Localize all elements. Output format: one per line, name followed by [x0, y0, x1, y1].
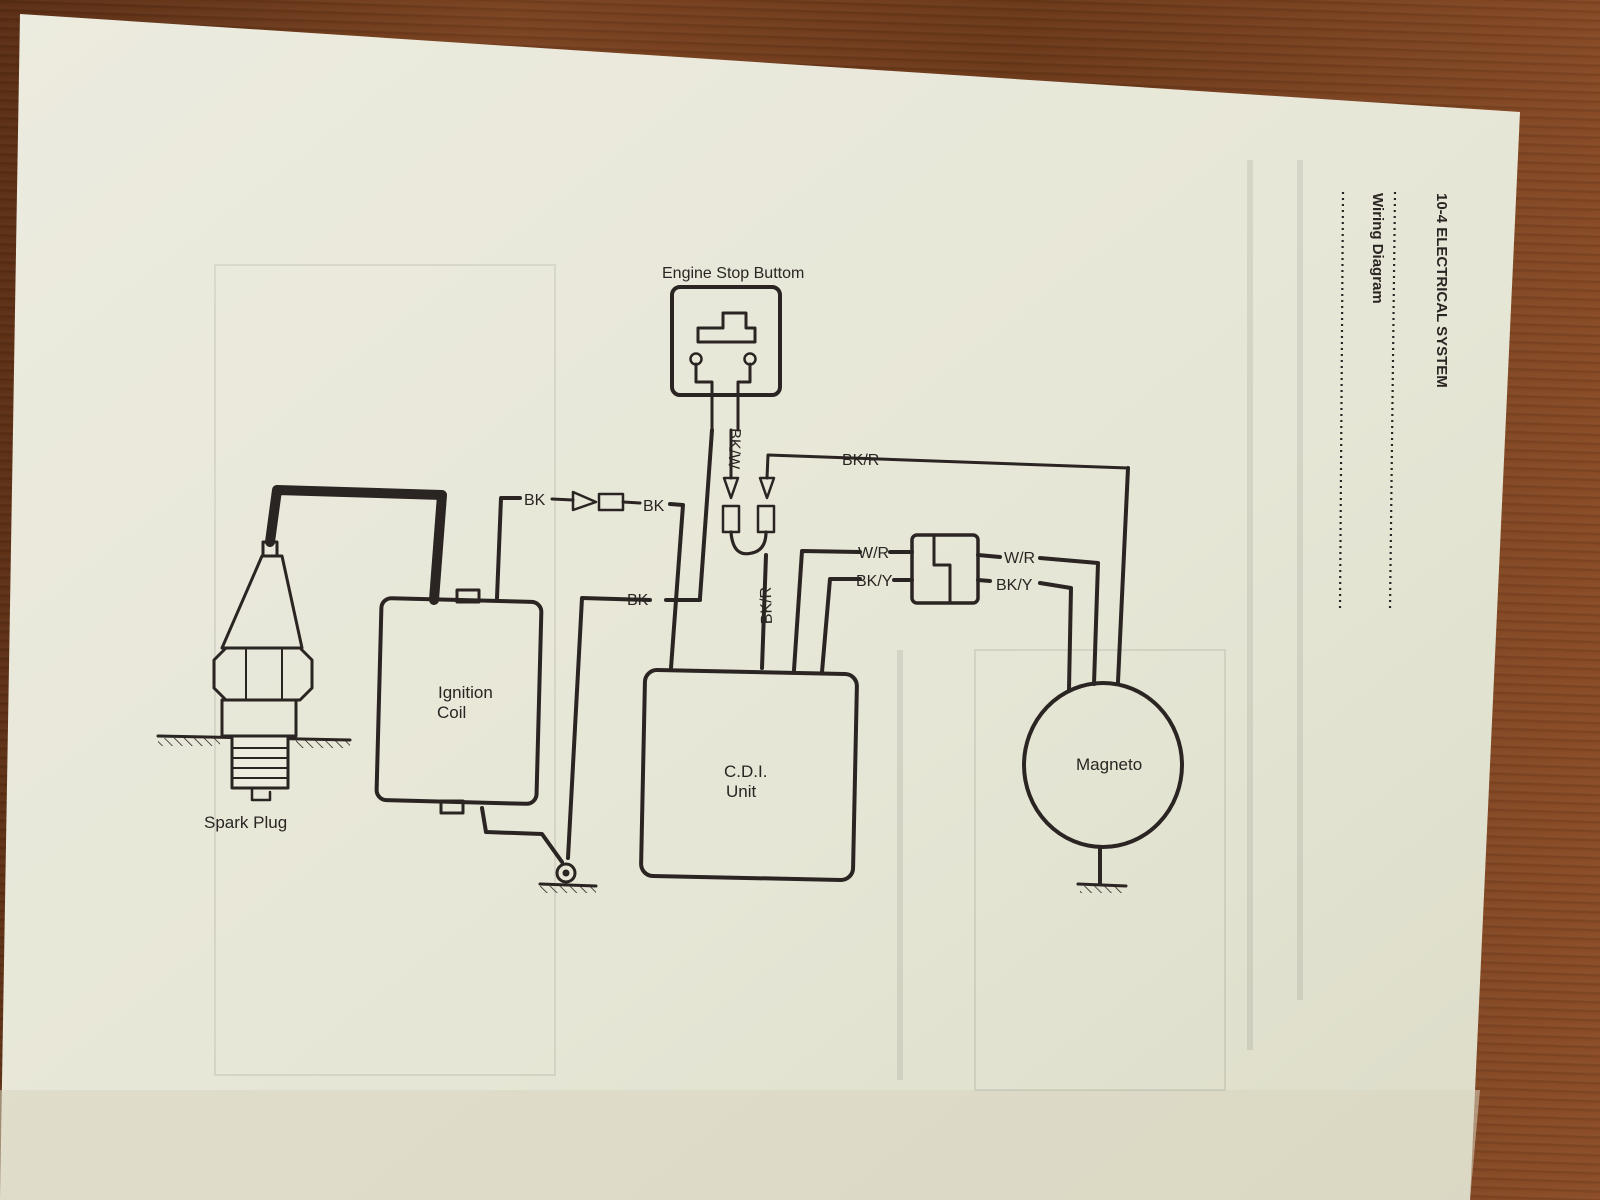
magneto-ground-bar [1076, 882, 1128, 888]
labels: Engine Stop Buttom Ignition Coil C.D.I. … [204, 265, 1142, 832]
spark-plug-thread-lines [231, 747, 289, 779]
engine-stop-button-box [670, 285, 782, 397]
engine-surface-hatch-left [158, 738, 220, 746]
ground-hatch-left [540, 886, 596, 893]
ground-bar-left [538, 882, 598, 888]
connector-block-divider [932, 533, 952, 605]
wire-label-bk-diode: BK [643, 498, 665, 515]
paper-shadow [0, 1090, 1480, 1200]
engine-stop-switch-symbol [696, 311, 757, 344]
spark-plug-label: Spark Plug [204, 813, 287, 832]
ignition-coil-label-2: Coil [437, 703, 466, 722]
engine-stop-label: Engine Stop Buttom [662, 265, 804, 282]
wire-label-bk-coil: BK [524, 492, 546, 509]
lead-right-top [765, 453, 1130, 480]
spark-plug-hex [212, 646, 314, 702]
wire-wr-cdi [792, 549, 862, 672]
wire-bk-ground [566, 596, 652, 860]
header: 10-4 ELECTRICAL SYSTEM Wiring Diagram [1338, 191, 1450, 611]
spark-plug-electrode [250, 786, 272, 802]
section-title: 10-4 ELECTRICAL SYSTEM [1433, 193, 1450, 388]
wire-label-wr-right: W/R [1004, 550, 1035, 567]
wiring-diagram [156, 285, 1184, 893]
loop-under-connectors [729, 530, 768, 556]
ignition-coil-bottom-terminal [439, 799, 465, 815]
subtitle-dotted-rule [1338, 191, 1345, 611]
header-dotted-rule [1388, 191, 1397, 611]
wire-bk-to-cdi [668, 502, 685, 670]
ht-lead [265, 485, 447, 605]
engine-surface-hatch-right [296, 740, 350, 748]
stop-lead-right [736, 362, 752, 432]
bleed-through-text [214, 160, 1303, 1091]
wire-bkr-vertical [760, 553, 768, 670]
cdi-label-1: C.D.I. [724, 762, 767, 781]
wire-label-wr-left: W/R [858, 545, 889, 562]
diode-arrow [571, 490, 598, 512]
wire-coil-to-ground [480, 806, 564, 864]
connector-pin-bky [976, 578, 992, 583]
ignition-coil-top-terminal [455, 588, 481, 604]
wire-label-bky-right: BK/Y [996, 577, 1033, 594]
wire-label-bkr-vertical: BK/R [758, 587, 776, 625]
magneto-circle [1022, 681, 1184, 849]
wire-label-bk-ground: BK [627, 592, 649, 609]
wire-bk-diode-right [621, 500, 642, 505]
stop-lead-left [694, 362, 714, 432]
cdi-label-2: Unit [726, 782, 757, 801]
spark-plug-thread [230, 734, 290, 790]
wire-bk-diode-left [550, 497, 575, 502]
wire-wr-magneto [1038, 556, 1100, 686]
wiring-diagram-subtitle: Wiring Diagram [1369, 193, 1386, 304]
wire-label-bkw: BK/W [725, 428, 743, 470]
ground-terminal [555, 862, 577, 884]
wire-bk-coil-to-diode [495, 496, 522, 600]
ignition-coil-label-1: Ignition [438, 683, 493, 702]
paper-sheet [0, 14, 1520, 1200]
wire-label-bky-left: BK/Y [856, 573, 893, 590]
wire-bkw [698, 428, 714, 600]
magneto-ground-hatch [1080, 886, 1124, 893]
wire-bky-magneto [1038, 581, 1073, 692]
connector-pin-wr [976, 553, 1002, 559]
wire-label-bkr-top: BK/R [842, 452, 879, 469]
cdi-unit-box [639, 668, 859, 882]
connector-block [910, 533, 980, 605]
wire-bkr-to-magneto [1116, 466, 1130, 684]
magneto-label: Magneto [1076, 755, 1142, 774]
wire-bky-cdi [820, 577, 862, 674]
ground-terminal-inner [562, 869, 570, 877]
